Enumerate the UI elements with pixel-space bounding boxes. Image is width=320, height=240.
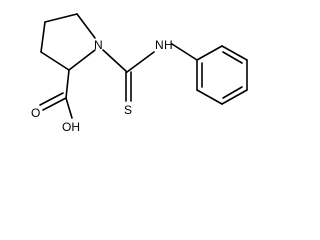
thiocarbonyl-group — [102, 49, 155, 102]
bond-c2-carboxyl — [65, 69, 70, 99]
bond-c2-n — [68, 49, 96, 71]
phenyl-inner-bond-1 — [222, 51, 243, 64]
phenyl-inner-bond-2 — [222, 86, 243, 99]
bond-c-o-double-2 — [39, 92, 64, 106]
bond-nh-phenyl — [171, 43, 198, 61]
atom-label-n-ring: N — [94, 38, 103, 52]
atom-label-n-amine: N — [155, 38, 164, 52]
bond-c5-c4 — [44, 13, 78, 23]
bond-c3-c2 — [40, 51, 70, 71]
atom-label-carbonyl-oxygen: O — [31, 106, 40, 120]
phenyl-bond-5 — [196, 89, 223, 105]
phenyl-bond-2 — [221, 45, 248, 61]
bond-n-cs — [102, 49, 128, 73]
structure-diagram: N N H S OH O — [31, 13, 248, 134]
atom-label-hydroxyl: OH — [62, 120, 80, 134]
pyrrolidine-ring — [40, 13, 96, 71]
bond-c-o-double-1 — [42, 97, 67, 111]
carboxylic-acid-group — [39, 69, 73, 119]
phenyl-bond-1 — [196, 45, 223, 61]
atom-label-h-amine: H — [164, 38, 173, 52]
atom-label-sulfur: S — [124, 103, 132, 117]
bond-cs-nh — [126, 51, 155, 73]
phenyl-bond-4 — [221, 89, 248, 105]
bond-c-oh — [65, 97, 73, 119]
bond-n-c5 — [76, 13, 96, 39]
phenyl-ring — [196, 45, 248, 105]
bond-c4-c3 — [40, 21, 46, 53]
